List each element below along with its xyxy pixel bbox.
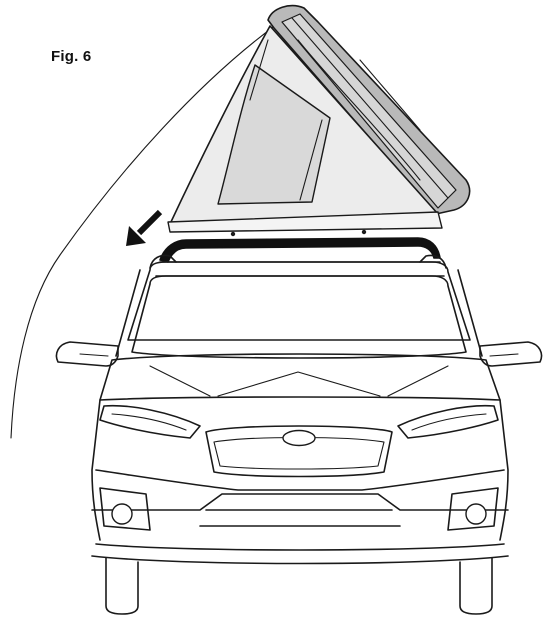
brand-logo-icon <box>282 429 316 447</box>
fog-light-housing-right <box>447 487 499 531</box>
front-grille <box>205 425 393 478</box>
front-bumper <box>95 469 505 491</box>
roof-rail-left <box>149 254 177 269</box>
tire-left <box>105 557 139 615</box>
hood <box>99 353 501 401</box>
tire-right <box>459 557 493 615</box>
tent-window-panel <box>217 64 331 205</box>
headlight-right <box>397 404 499 439</box>
headlight-left <box>99 404 201 439</box>
figure-label: Fig. 6 <box>51 48 92 65</box>
fog-light-right <box>465 503 487 525</box>
car-front-view <box>55 254 543 615</box>
tent-shell-band <box>281 13 457 209</box>
fog-light-left <box>111 503 133 525</box>
fog-light-housing-left <box>99 487 151 531</box>
tent-strap-line <box>10 21 281 439</box>
tent-base <box>167 211 443 233</box>
rooftop-tent <box>167 4 471 237</box>
windshield <box>131 275 467 359</box>
car-cabin <box>127 261 471 341</box>
direction-arrow-icon <box>126 209 163 246</box>
roof-rack-bar <box>159 237 441 263</box>
